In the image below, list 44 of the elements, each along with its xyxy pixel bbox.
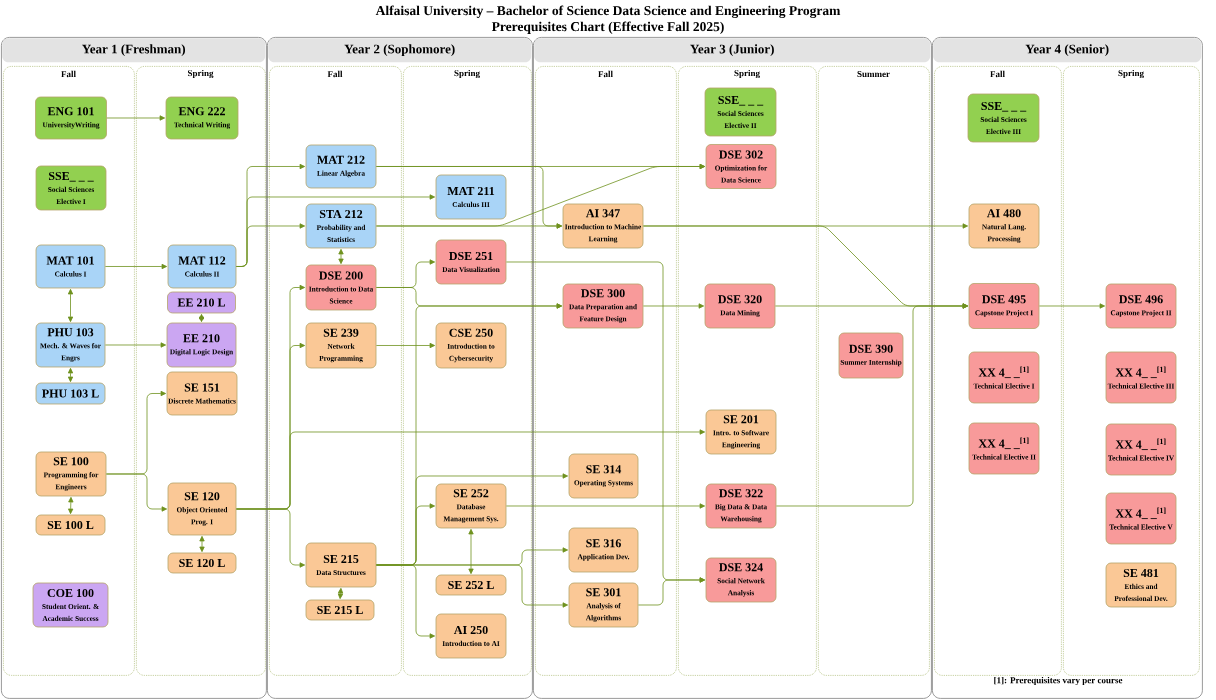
double-arrow <box>468 528 474 575</box>
footnote: [1]: Prerequisites vary per course <box>994 676 1123 686</box>
arrow <box>376 564 569 608</box>
arrow <box>776 303 969 507</box>
year-header: Year 2 (Sophomore) <box>268 38 532 63</box>
year-header: Year 4 (Senior) <box>933 38 1202 63</box>
arrow <box>105 342 167 348</box>
title: Alfaisal University – Bachelor of Science Data Science and Engineering Program <box>375 5 841 18</box>
double-arrow <box>338 248 344 265</box>
double-arrow <box>68 496 74 515</box>
arrow <box>506 503 706 509</box>
semester-label: Spring <box>454 69 480 79</box>
arrow <box>1039 303 1106 309</box>
double-arrow <box>198 313 205 323</box>
arrow <box>376 163 706 227</box>
double-arrow <box>337 587 344 600</box>
double-arrow <box>67 288 74 323</box>
semester-label: Fall <box>990 70 1005 78</box>
year-header: Year 3 (Junior) <box>534 38 931 63</box>
lab-box: SE 252 L <box>435 574 507 596</box>
arrow <box>638 577 706 606</box>
arrow <box>643 303 705 309</box>
lab-box: SE 100 L <box>35 514 106 536</box>
arrow <box>236 223 306 267</box>
semester-label: Spring <box>734 69 760 79</box>
year-header: Year 1 (Freshman) <box>2 38 266 63</box>
arrow <box>106 115 166 121</box>
lab-box: SE 120 L <box>167 552 237 574</box>
lab-box: EE 210 L <box>167 291 236 314</box>
double-arrow <box>199 535 205 553</box>
lab-box: SE 215 L <box>305 599 375 621</box>
arrow <box>236 508 306 568</box>
semester-label: Fall <box>327 70 343 78</box>
semester-label: Spring <box>188 69 214 79</box>
arrow <box>376 342 436 349</box>
semester-label: Fall <box>598 70 613 78</box>
lab-box: PHU 103 L <box>35 382 106 405</box>
double-arrow <box>67 367 74 383</box>
subtitle: Prerequisites Chart (Effective Fall 2025) <box>491 21 724 34</box>
semester-label: Spring <box>1118 69 1144 79</box>
semester-label: Summer <box>857 70 890 78</box>
arrow <box>105 263 168 270</box>
semester-label: Fall <box>61 70 76 78</box>
arrow <box>106 473 168 512</box>
